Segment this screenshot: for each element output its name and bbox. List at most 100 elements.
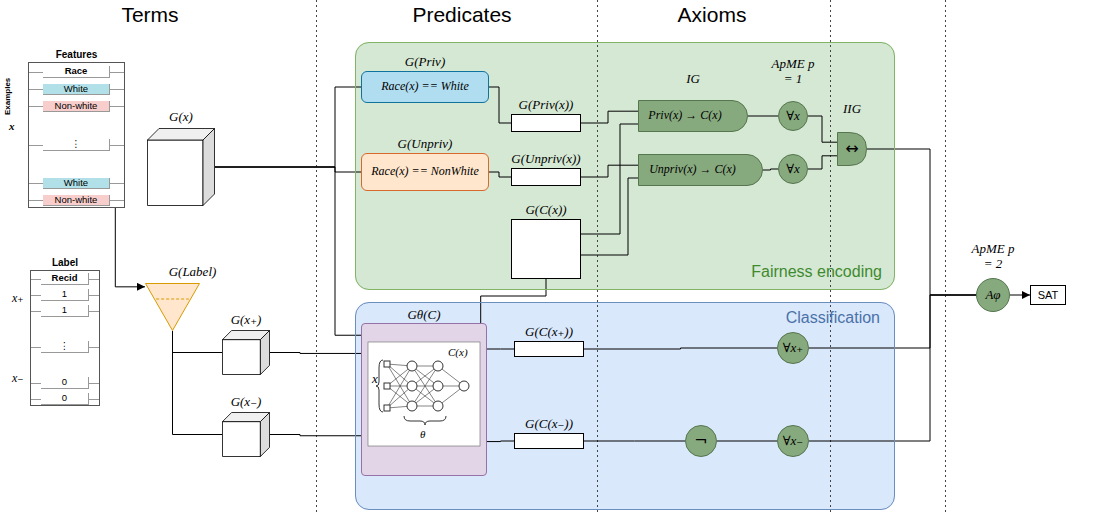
neuron	[459, 381, 469, 391]
separator-line	[316, 0, 317, 514]
negation-circle: ¬	[685, 425, 717, 457]
table-cell-blank	[29, 145, 43, 146]
tensor-cube: G(x₋)	[222, 412, 270, 457]
cube-front	[148, 140, 204, 206]
column-header: Predicates	[412, 3, 511, 26]
table-cell-blank	[89, 383, 99, 384]
connector	[487, 349, 514, 350]
connector	[581, 124, 638, 234]
table-cell-blank	[89, 295, 99, 296]
input-unit	[384, 383, 390, 389]
table-cell-blank	[31, 279, 41, 280]
input-unit	[384, 405, 390, 411]
connector	[270, 352, 361, 354]
split-line	[156, 299, 189, 300]
inner-label: Classification	[786, 309, 880, 327]
grounding-box: G(Unpriv(x))	[511, 168, 581, 186]
triangle-outline	[146, 284, 200, 331]
connector	[581, 178, 638, 255]
label-split: G(Label)	[145, 283, 200, 331]
node-heading: Features	[56, 49, 98, 60]
table-cell: White	[43, 178, 110, 189]
node-heading: IG	[686, 72, 700, 86]
result-box: SAT	[1030, 285, 1066, 305]
node-heading: G(x)	[169, 110, 193, 124]
column-separators	[317, 0, 946, 514]
implication-gate: IGPriv(x) → C(x)	[638, 100, 748, 132]
node-heading: G(Unpriv(x))	[511, 152, 580, 166]
connector	[748, 116, 778, 117]
connector	[808, 156, 837, 169]
node-label: ∀x₊	[783, 341, 803, 355]
neuron	[433, 401, 443, 411]
row-group-label: x₊	[12, 292, 24, 305]
connector	[808, 116, 837, 142]
table-cell: Non-white	[43, 101, 110, 112]
table-cell-blank	[89, 347, 99, 348]
node-shape	[222, 330, 270, 375]
node-heading: Label	[52, 257, 78, 268]
input-unit	[384, 361, 390, 367]
node-label: Priv(x) → C(x)	[648, 109, 721, 122]
node-heading: G(Label)	[169, 265, 217, 279]
node-heading: ApME p = 1	[771, 57, 815, 86]
table-cell-blank	[110, 183, 124, 184]
axis-label: Examples	[4, 78, 13, 115]
table-cell-blank	[29, 183, 43, 184]
table-cell: ⋮	[43, 139, 110, 150]
network-panel	[368, 342, 480, 446]
node-heading: G(C(x))	[525, 203, 566, 217]
node-heading: G(C(x₋))	[525, 417, 573, 431]
node-heading: Gθ(C)	[407, 308, 440, 322]
predicate-box: G(Unpriv)Race(x) == NonWhite	[361, 153, 489, 191]
node-shape	[362, 324, 488, 477]
table-cell: 0	[41, 393, 89, 404]
connector	[481, 279, 546, 323]
inner-label: C(x)	[448, 346, 468, 358]
node-label: ↔	[845, 140, 858, 158]
node-label: Race(x) == NonWhite	[371, 165, 479, 178]
separator-line	[830, 0, 831, 514]
classifier-network: Gθ(C)xC(x)θ	[361, 323, 487, 476]
node-shape	[222, 412, 270, 457]
connector	[215, 87, 361, 167]
fairness-region: Fairness encodingG(Priv)Race(x) == White…	[355, 42, 895, 290]
table-cell-blank	[31, 399, 41, 400]
connector	[763, 169, 778, 170]
connector	[173, 331, 223, 353]
node-label: ∀x	[786, 162, 800, 176]
quantifier-circle: ∀x	[778, 154, 808, 184]
table-cell-blank	[110, 145, 124, 146]
node-shape	[147, 128, 215, 206]
classification-fill	[355, 302, 895, 510]
node-label: Race(x) == White	[381, 80, 469, 93]
inner-label: Fairness encoding	[751, 263, 882, 281]
inner-label: θ	[420, 428, 425, 440]
table-cell-blank	[31, 383, 41, 384]
connector	[487, 441, 514, 443]
connector	[584, 348, 777, 349]
weight-brace	[404, 416, 446, 425]
neuron	[433, 361, 443, 371]
cube-side	[260, 413, 269, 457]
table-cell: White	[43, 84, 110, 95]
cube-side	[203, 129, 215, 206]
aggregator-circle: ApME p = 2Aφ	[976, 278, 1010, 312]
label-table: LabelRecid11⋮00	[30, 270, 100, 406]
column-header: Axioms	[678, 3, 747, 26]
grounding-box: G(C(x))	[511, 219, 581, 279]
table-cell-blank	[110, 72, 124, 73]
tensor-cube: G(x₊)	[222, 330, 270, 375]
grounding-box: G(C(x₊))	[514, 341, 584, 357]
fairness-fill	[355, 42, 895, 290]
table-cell-blank	[29, 200, 43, 201]
feature-table: FeaturesRaceWhiteNon-white⋮WhiteNon-whit…	[28, 62, 125, 208]
connector	[581, 165, 638, 177]
table-cell-blank	[29, 89, 43, 90]
table-cell-blank	[110, 200, 124, 201]
connector	[489, 172, 511, 177]
gate-outline	[639, 101, 748, 132]
connector	[867, 149, 976, 295]
connector	[173, 331, 223, 435]
table-cell-blank	[29, 106, 43, 107]
